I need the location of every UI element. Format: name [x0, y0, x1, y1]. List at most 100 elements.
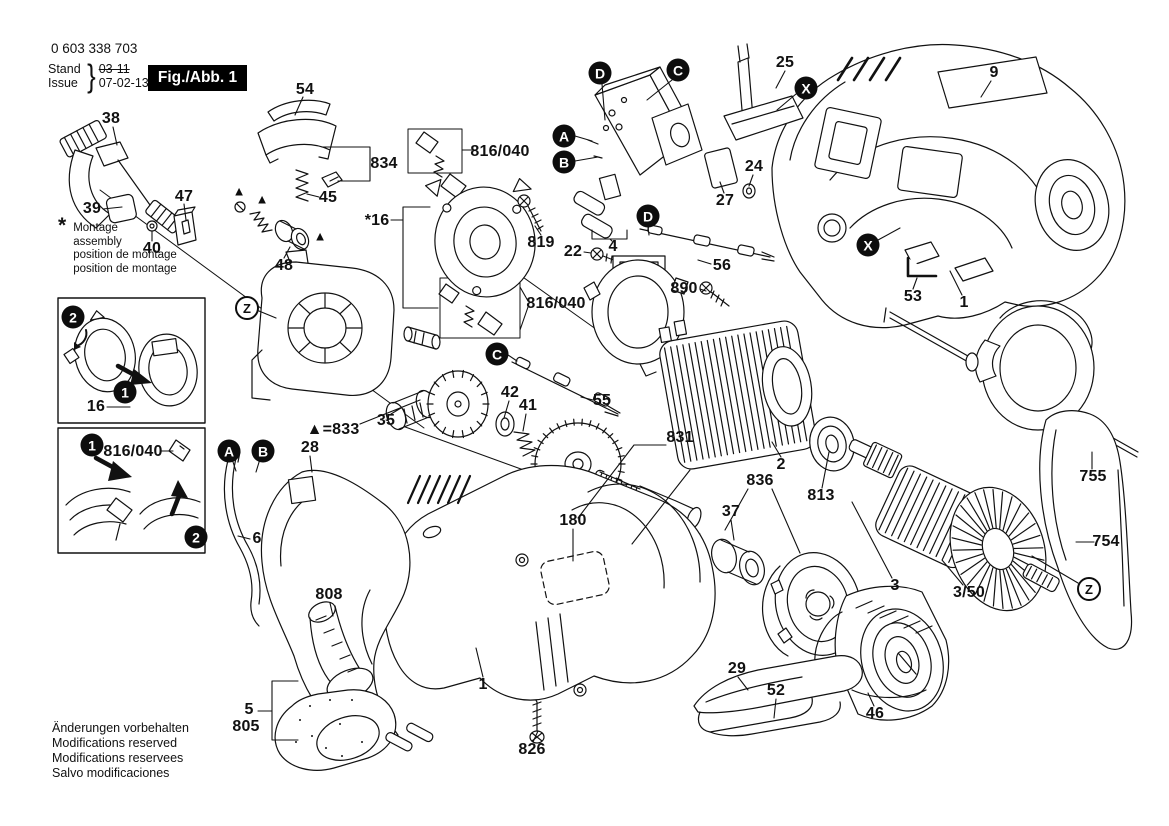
- part-label-819: 819: [527, 234, 555, 251]
- callout-1: 1: [80, 433, 104, 457]
- part-label-6: 6: [252, 530, 262, 547]
- brush-plate-16-drawing: [407, 128, 536, 339]
- part-label-42: 42: [500, 384, 520, 401]
- part-label-826: 826: [518, 741, 546, 758]
- footer-line: Änderungen vorbehalten: [52, 721, 189, 735]
- callout-A: A: [217, 439, 241, 463]
- revision-brace: }: [87, 58, 96, 94]
- callout-B: B: [251, 439, 275, 463]
- issue-label: Issue: [48, 76, 78, 90]
- type-plate-area-180: [540, 550, 610, 606]
- stator-drawing: [658, 319, 817, 470]
- gear-cover-plate-drawing: [251, 249, 441, 401]
- figure-number-badge: Fig./Abb. 1: [148, 65, 247, 91]
- stand-label: Stand: [48, 62, 81, 76]
- callout-D: D: [636, 204, 660, 228]
- note-line: position de montage: [73, 249, 177, 261]
- part-label-16: *16: [364, 212, 390, 229]
- part-label-48: 48: [274, 257, 294, 274]
- part-label-1: 1: [959, 294, 969, 311]
- part-label-1: 1: [478, 676, 488, 693]
- part-label-40: 40: [142, 240, 162, 257]
- assembly-triangle-marker: ▲: [232, 183, 246, 199]
- assembly-triangle-marker: ▲: [313, 228, 327, 244]
- callout-Z: Z: [235, 296, 259, 320]
- part-label-816040: 816/040: [470, 143, 530, 160]
- trigger-switch-drawing: [59, 120, 310, 251]
- part-label-25: 25: [775, 54, 795, 71]
- power-cord-drawing: [223, 451, 434, 771]
- assembly-triangle-marker: ▲: [255, 191, 269, 207]
- part-label-41: 41: [518, 397, 538, 414]
- cap-54-drawing: [257, 99, 343, 202]
- part-label-833: ▲=833: [306, 421, 360, 438]
- note-line: position de montage: [73, 262, 177, 275]
- part-label-808: 808: [315, 586, 343, 603]
- revision-date: 07-02-13: [98, 76, 149, 90]
- callout-1: 1: [113, 380, 137, 404]
- callout-X: X: [794, 76, 818, 100]
- armature-drawing: [809, 416, 1060, 612]
- part-label-55: 55: [592, 392, 612, 409]
- part-label-755: 755: [1079, 468, 1107, 485]
- callout-C: C: [485, 342, 509, 366]
- note-line: Montage: [73, 222, 118, 234]
- callout-A: A: [552, 124, 576, 148]
- part-label-350: 3/50: [953, 584, 985, 601]
- footer-line: Modifications reserved: [52, 736, 178, 750]
- part-label-813: 813: [807, 487, 835, 504]
- part-label-45: 45: [318, 189, 338, 206]
- part-label-16: 16: [86, 398, 106, 415]
- main-housing-drawing: [383, 464, 716, 701]
- old-revision-date: 03-11: [98, 62, 130, 76]
- part-label-38: 38: [101, 110, 121, 127]
- side-handle-drawing: [883, 300, 1139, 650]
- wire-assemblies-drawing: [511, 224, 775, 417]
- leader-lines: [102, 70, 1095, 743]
- callout-D: D: [588, 61, 612, 85]
- part-label-35: 35: [376, 412, 396, 429]
- part-label-39: 39: [82, 200, 102, 217]
- part-label-754: 754: [1092, 533, 1120, 550]
- switch-assembly-drawing: [573, 43, 804, 239]
- revision-block: Stand Issue } 03-11 07-02-13: [48, 58, 149, 94]
- callout-X: X: [856, 233, 880, 257]
- part-label-29: 29: [727, 660, 747, 677]
- screws-drawing: [517, 194, 730, 744]
- part-label-3: 3: [890, 577, 900, 594]
- part-label-5: 5: [244, 701, 254, 718]
- chuck-drawing: [814, 585, 950, 721]
- part-label-890: 890: [670, 280, 698, 297]
- part-label-56: 56: [712, 257, 732, 274]
- type-label-sticker-9: [937, 56, 1048, 109]
- document-part-number: 0 603 338 703: [51, 41, 138, 56]
- callout-C: C: [666, 58, 690, 82]
- part-label-836: 836: [746, 472, 774, 489]
- foot-plate-drawing: [693, 655, 863, 737]
- note-line: assembly: [73, 235, 122, 248]
- part-label-46: 46: [865, 705, 885, 722]
- part-label-4: 4: [608, 238, 618, 255]
- callout-2: 2: [61, 305, 85, 329]
- mounting-position-note: * Montage assembly position de montage p…: [58, 214, 177, 276]
- part-label-37: 37: [721, 503, 741, 520]
- part-label-816040: 816/040: [526, 295, 586, 312]
- part-label-2: 2: [776, 456, 786, 473]
- part-label-834: 834: [370, 155, 398, 172]
- pin-53: [906, 256, 938, 278]
- footer-line: Modifications reservees: [52, 751, 184, 765]
- asterisk-marker: *: [58, 214, 67, 237]
- part-label-54: 54: [295, 81, 315, 98]
- part-label-180: 180: [559, 512, 587, 529]
- footer-line: Salvo modificaciones: [52, 766, 170, 780]
- part-label-27: 27: [715, 192, 735, 209]
- part-label-47: 47: [174, 188, 194, 205]
- callout-B: B: [552, 150, 576, 174]
- callout-Z: Z: [1077, 577, 1101, 601]
- callout-2: 2: [184, 525, 208, 549]
- motor-housing-shell-drawing: [771, 43, 1126, 329]
- part-label-53: 53: [903, 288, 923, 305]
